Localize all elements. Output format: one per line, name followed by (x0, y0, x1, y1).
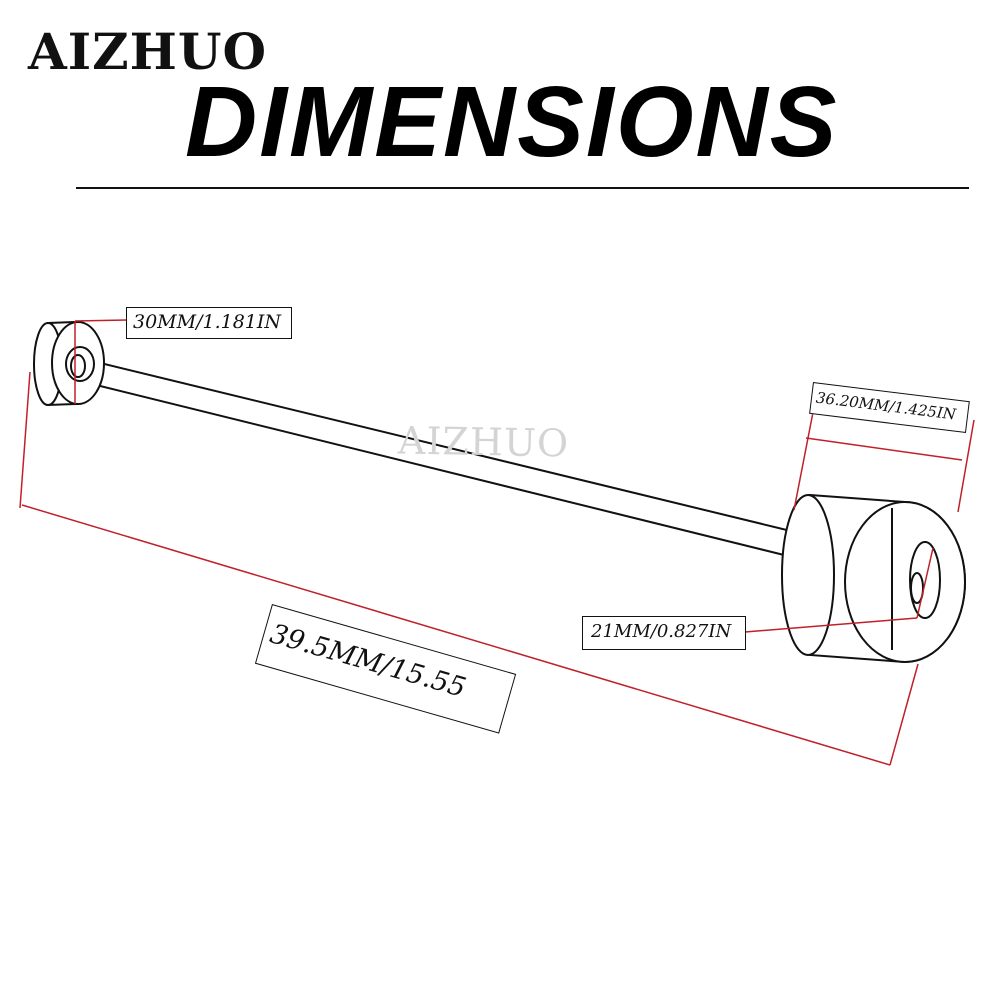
watermark: AIZHUO (397, 418, 570, 466)
left-slider-diameter-label: 30MM/1.181IN (126, 307, 292, 339)
dimension-lines (19, 319, 975, 766)
title-divider (76, 187, 969, 189)
axle-rod (83, 359, 796, 556)
brand-logo: AIZHUO (28, 22, 268, 81)
left-slider (33, 320, 105, 407)
bolt-hole-diameter-label: 21MM/0.827IN (582, 616, 746, 650)
right-slider (781, 493, 966, 664)
page-title: DIMENSIONS (185, 66, 839, 178)
